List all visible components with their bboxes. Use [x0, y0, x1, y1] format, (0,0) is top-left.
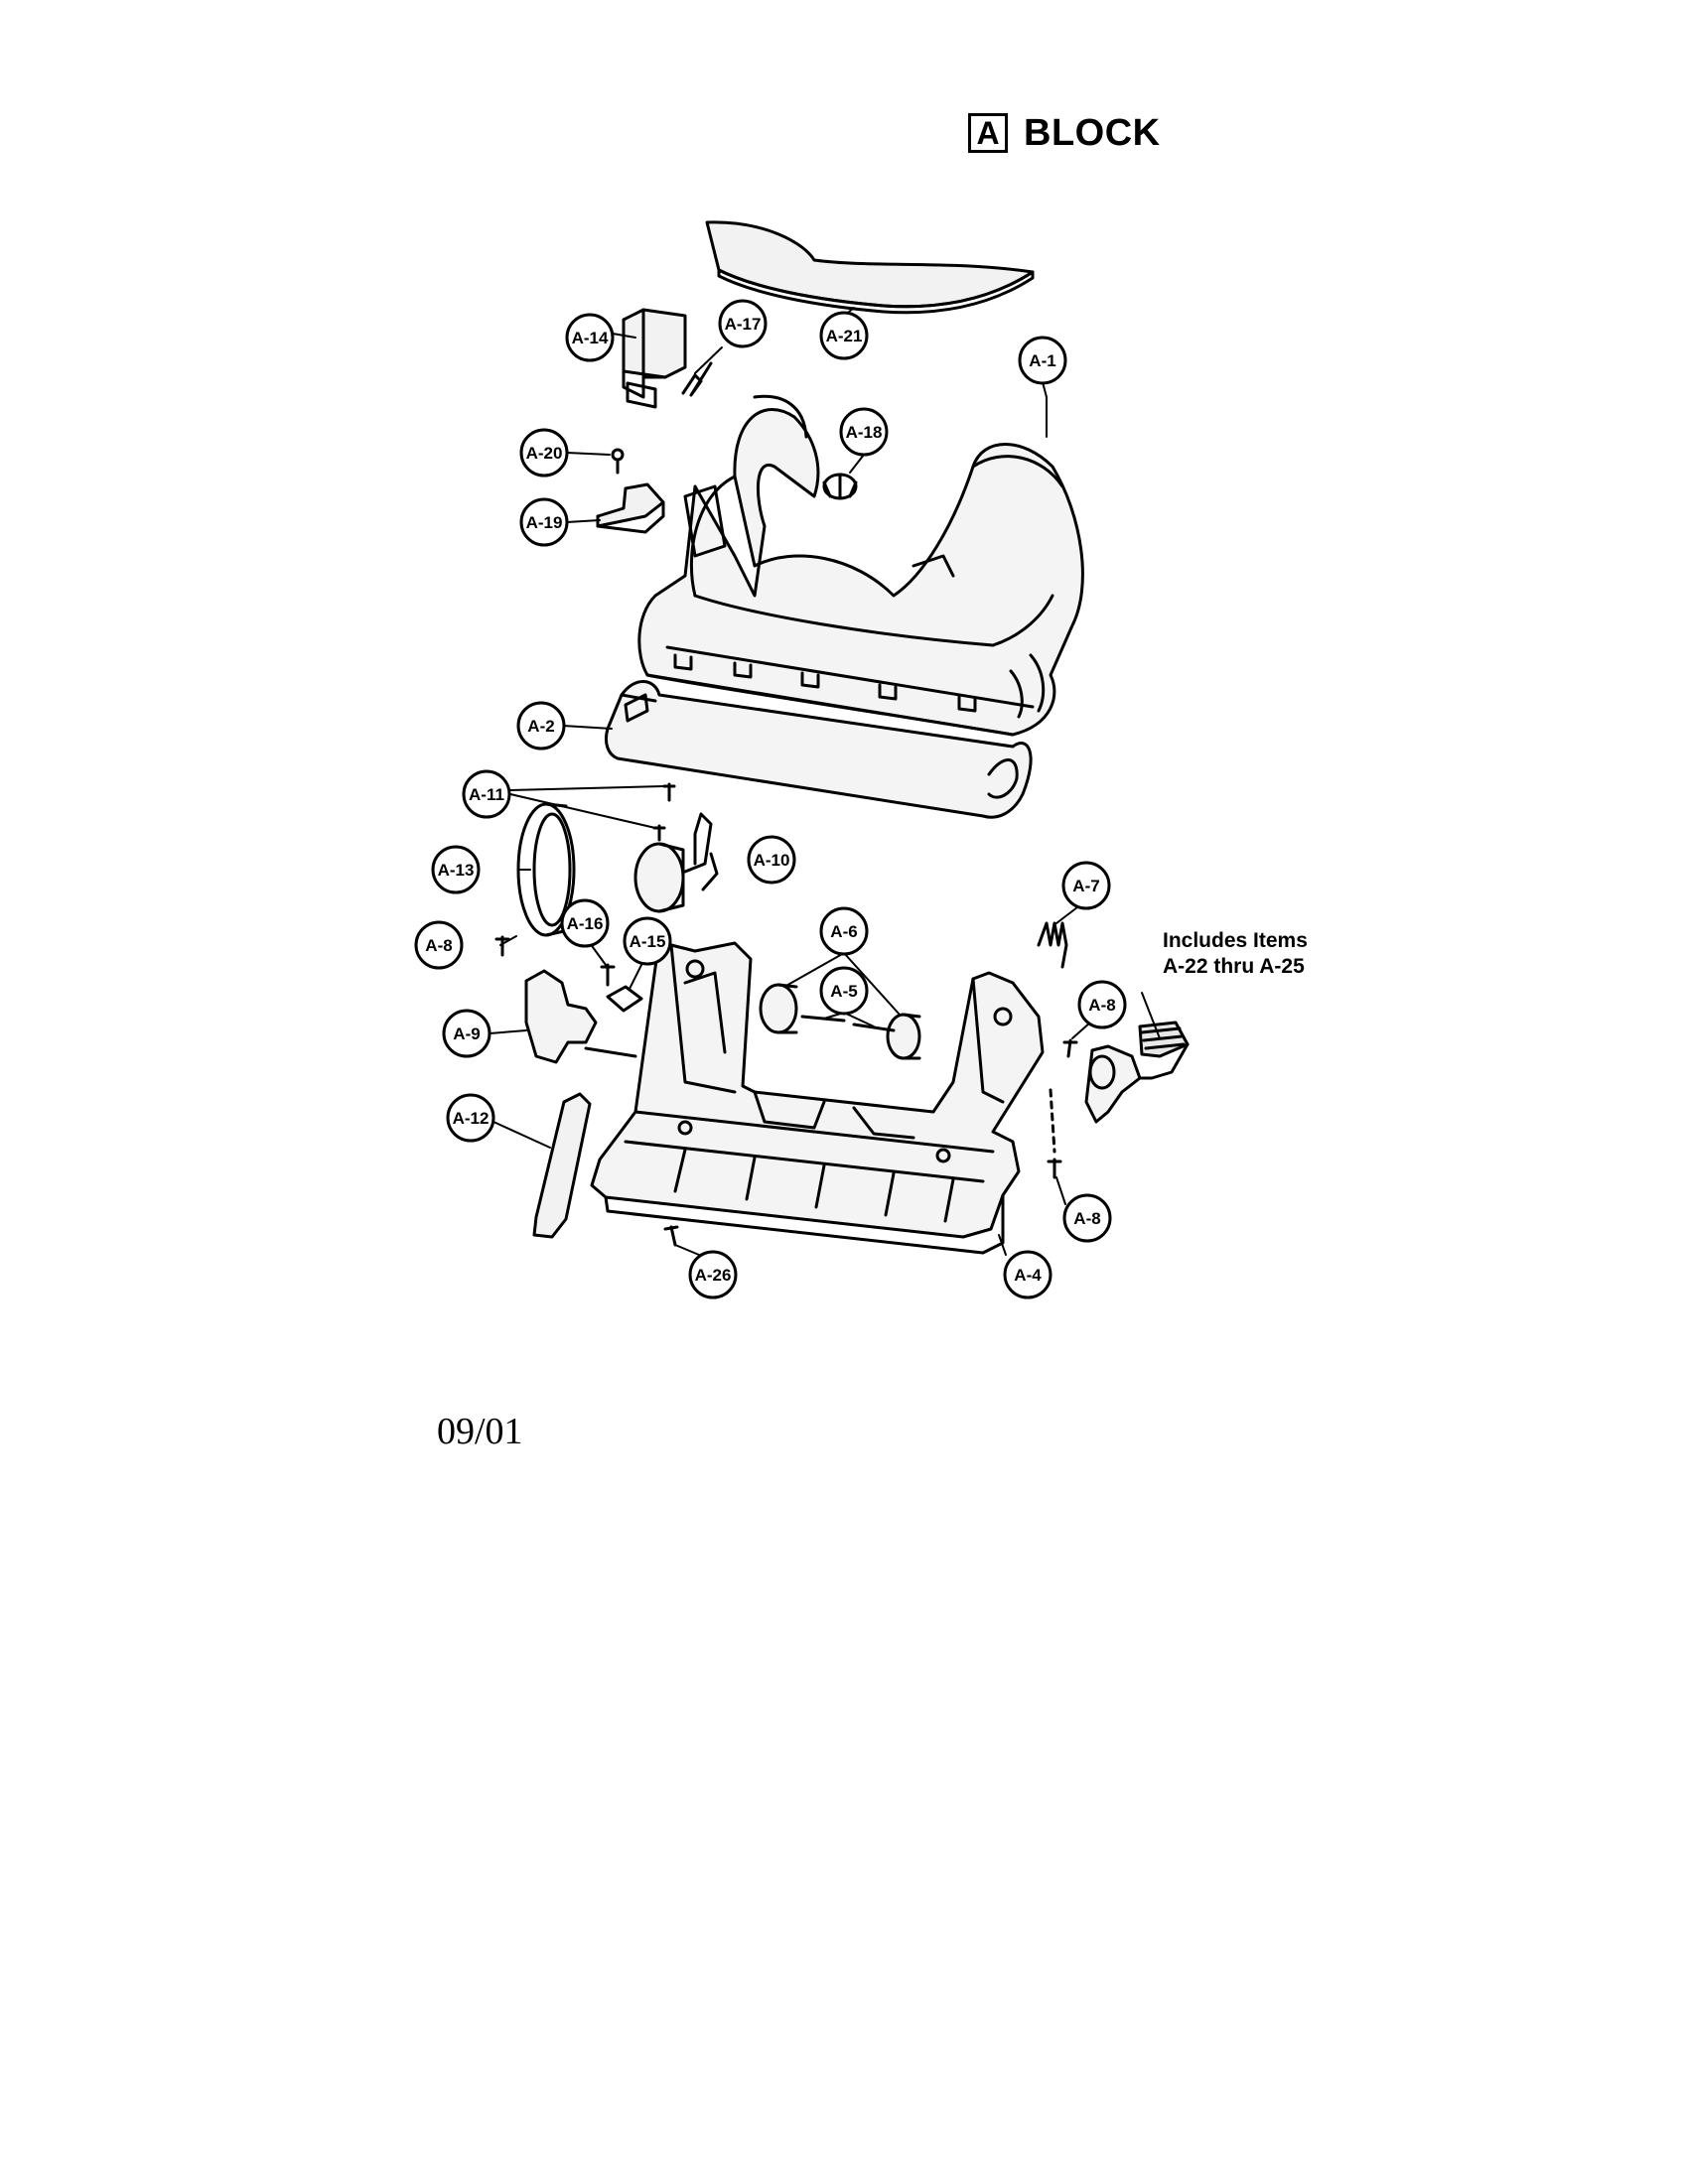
part-a10-wheel — [633, 812, 719, 913]
callout-a14: A-14 — [565, 313, 615, 362]
part-a9-end-cap — [524, 969, 637, 1064]
callout-a13: A-13 — [431, 845, 481, 894]
part-a17-clip — [681, 361, 713, 397]
includes-note: Includes Items A-22 thru A-25 — [1163, 928, 1308, 980]
part-a8-right-lower-screw — [1047, 1158, 1062, 1179]
svg-text:A-10: A-10 — [754, 851, 790, 870]
part-a7-spring — [1037, 921, 1068, 969]
callout-a19: A-19 — [519, 497, 569, 547]
part-a18-pulley — [822, 473, 858, 500]
callout-a18: A-18 — [839, 407, 889, 457]
svg-text:A-21: A-21 — [826, 327, 863, 345]
callout-a15: A-15 — [623, 916, 672, 966]
callout-bubbles: A-1 A-2 A-4 A-5 A-6 A-7 A-8 A-8 — [414, 299, 1127, 1299]
part-a20-screw — [611, 448, 625, 475]
part-a21-cover-plate — [705, 220, 1035, 315]
callout-a11: A-11 — [462, 769, 511, 819]
callout-a8-right-bottom: A-8 — [1062, 1193, 1112, 1243]
includes-note-line2: A-22 thru A-25 — [1163, 955, 1305, 978]
block-letter-box: A — [968, 113, 1008, 153]
callout-a8-left: A-8 — [414, 920, 464, 970]
callout-a4: A-4 — [1003, 1250, 1052, 1299]
callout-a6: A-6 — [819, 906, 869, 956]
svg-text:A-9: A-9 — [453, 1024, 480, 1043]
part-pedal-assembly — [1084, 1021, 1190, 1124]
svg-text:A-1: A-1 — [1029, 351, 1055, 370]
part-a26-screw — [663, 1225, 679, 1247]
callout-a7: A-7 — [1061, 861, 1111, 910]
svg-text:A-26: A-26 — [695, 1266, 732, 1285]
callout-a10: A-10 — [747, 835, 796, 885]
part-a11-screws — [652, 782, 676, 842]
svg-text:A-13: A-13 — [438, 861, 475, 880]
part-a15-plate — [606, 985, 643, 1013]
callout-a21: A-21 — [819, 311, 869, 360]
part-a6-rollers — [759, 983, 921, 1060]
svg-text:A-18: A-18 — [846, 423, 883, 442]
part-a12-brush-strip — [532, 1092, 592, 1239]
callout-a8-right-top: A-8 — [1077, 980, 1127, 1029]
svg-text:A-20: A-20 — [526, 444, 563, 463]
svg-text:A-14: A-14 — [572, 329, 609, 347]
block-word: BLOCK — [1024, 111, 1161, 154]
part-a5-axles — [800, 1015, 896, 1032]
svg-text:A-17: A-17 — [725, 315, 762, 334]
callout-a9: A-9 — [442, 1009, 491, 1058]
svg-text:A-11: A-11 — [469, 785, 504, 804]
part-a14-housing — [622, 308, 687, 409]
part-a2-bumper — [604, 680, 1033, 819]
svg-text:A-7: A-7 — [1072, 877, 1099, 895]
leader-lines — [489, 307, 1161, 1256]
svg-text:A-5: A-5 — [830, 982, 857, 1001]
part-a8-right-screw — [1062, 1038, 1078, 1058]
part-a4-base-chassis — [590, 941, 1045, 1255]
callout-a17: A-17 — [718, 299, 768, 348]
callout-a16: A-16 — [560, 898, 610, 948]
callout-a2: A-2 — [516, 701, 566, 751]
date-stamp: 09/01 — [437, 1411, 523, 1452]
svg-text:A-4: A-4 — [1014, 1266, 1042, 1285]
svg-text:A-19: A-19 — [526, 513, 563, 532]
part-a19-bracket — [596, 482, 665, 534]
callout-a12: A-12 — [446, 1093, 495, 1143]
svg-text:A-6: A-6 — [830, 922, 857, 941]
part-a1-upper-housing — [637, 394, 1084, 737]
callout-a5: A-5 — [819, 966, 869, 1016]
svg-text:A-15: A-15 — [630, 932, 666, 951]
svg-text:A-8: A-8 — [1088, 996, 1115, 1015]
part-a8-left-screw — [494, 935, 510, 957]
part-a16-screw — [600, 963, 616, 987]
callout-a20: A-20 — [519, 428, 569, 478]
callout-a26: A-26 — [688, 1250, 738, 1299]
svg-text:A-12: A-12 — [453, 1109, 490, 1128]
svg-text:A-8: A-8 — [1073, 1209, 1100, 1228]
callout-a1: A-1 — [1018, 336, 1067, 385]
svg-text:A-8: A-8 — [425, 936, 452, 955]
svg-text:A-2: A-2 — [527, 717, 554, 736]
includes-note-line1: Includes Items — [1163, 929, 1308, 952]
block-title: A BLOCK — [968, 107, 1161, 159]
svg-text:A-16: A-16 — [567, 914, 604, 933]
